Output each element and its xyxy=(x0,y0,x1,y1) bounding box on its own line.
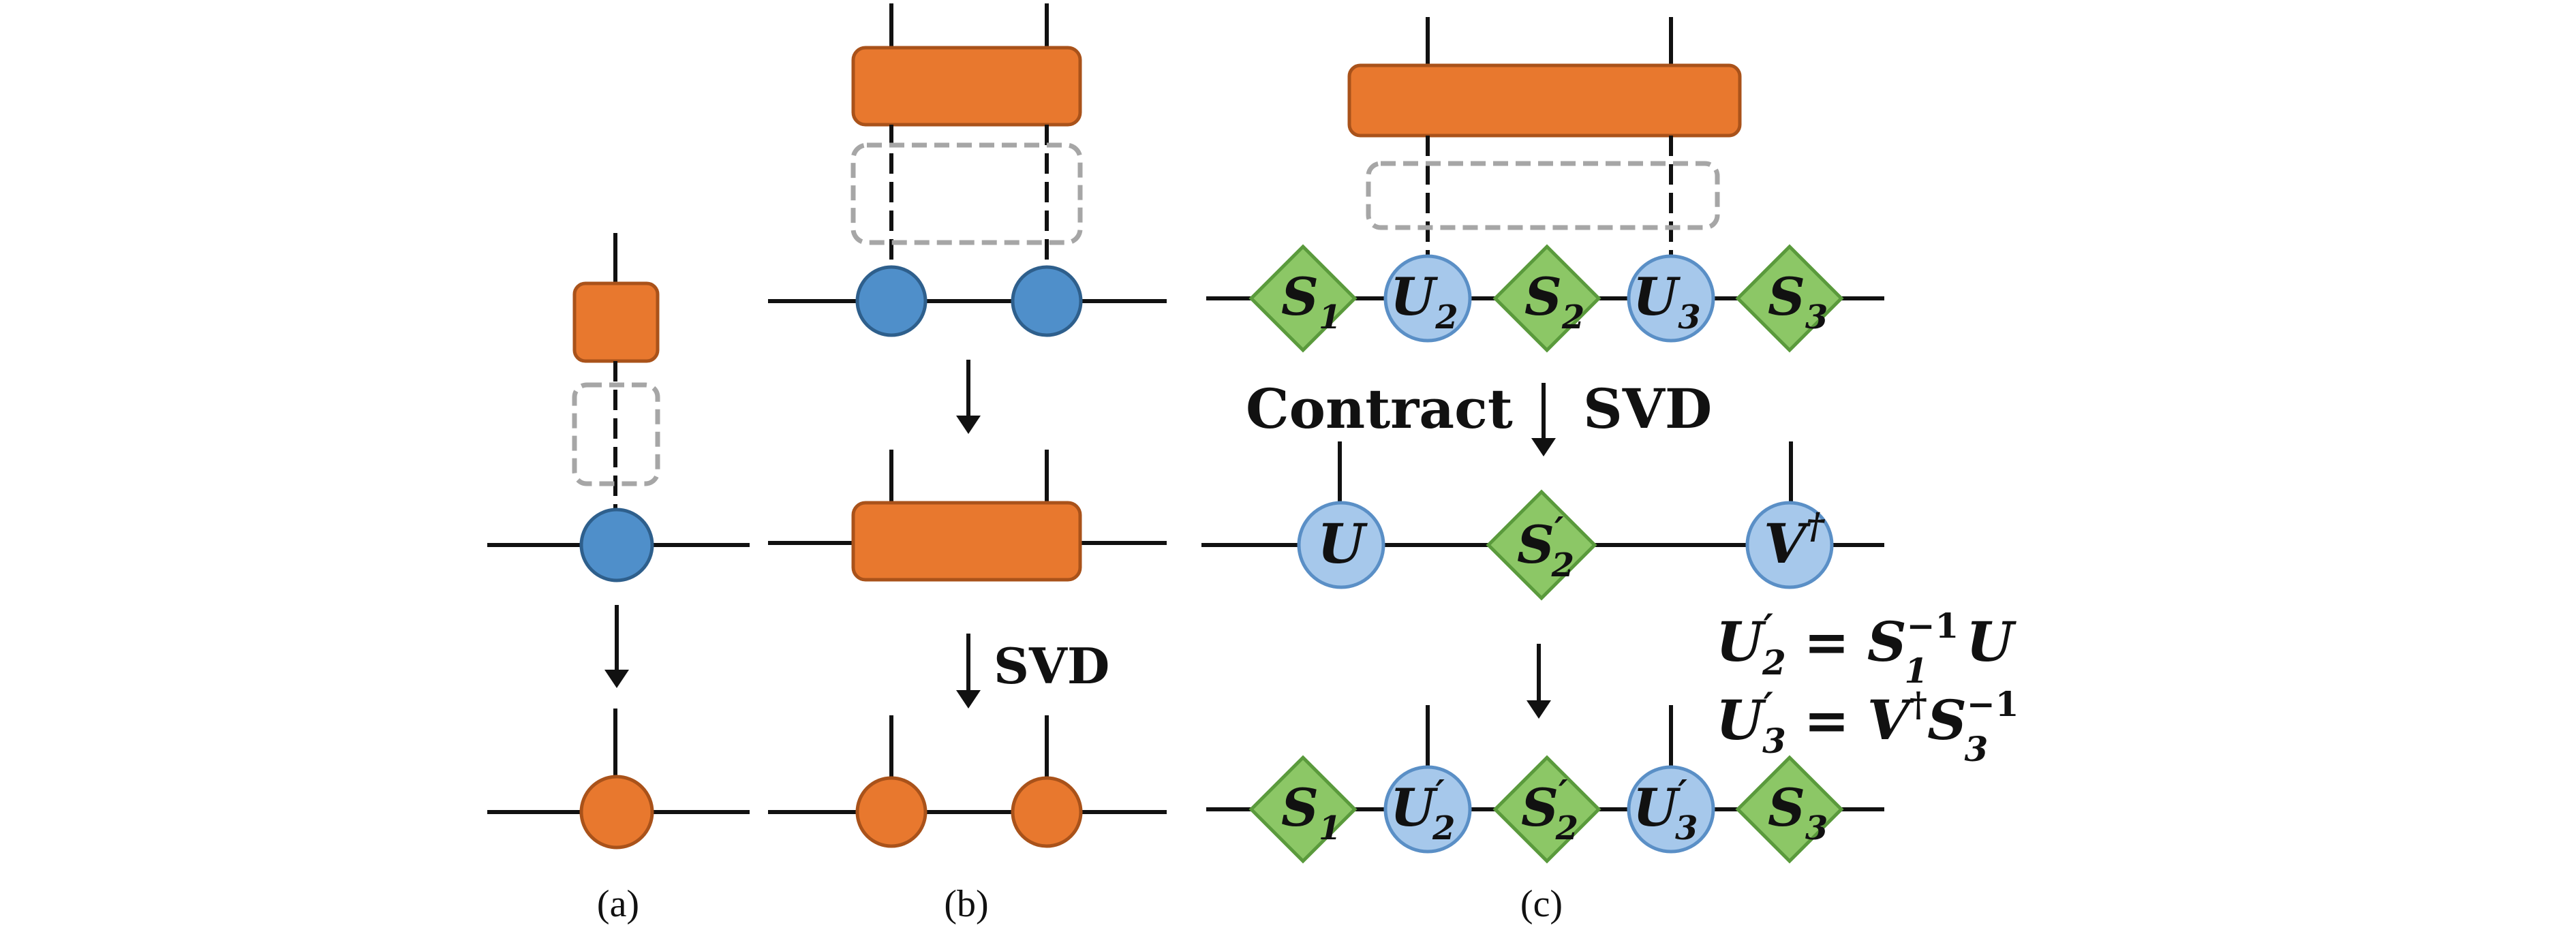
caption-c: (c) xyxy=(1520,883,1563,925)
tensor-label: U3 xyxy=(1633,266,1701,337)
diamond-node xyxy=(1735,244,1844,353)
two-site-gate xyxy=(851,46,1082,127)
tensor-U2: U2 xyxy=(1383,254,1472,343)
diamond-node xyxy=(1248,244,1358,353)
arrowhead xyxy=(956,690,981,709)
arrowhead xyxy=(1527,700,1551,719)
arrowhead xyxy=(956,416,981,434)
tensor-S2-prime: S′2 xyxy=(1486,489,1597,601)
diamond-node xyxy=(1492,755,1601,864)
circle-node xyxy=(1745,501,1834,589)
mps-tensor-node xyxy=(855,265,927,337)
tensor-label: V† xyxy=(1764,505,1825,576)
tensor-label: U′3 xyxy=(1633,773,1698,847)
panel-c: S1 U2 S2 U3 S3 Contract SVD U xyxy=(1201,17,2019,925)
mps-tensor-node xyxy=(579,508,654,582)
tensor-label: U2 xyxy=(1390,266,1458,337)
dashed-contraction-box xyxy=(850,142,1083,245)
tensor-U3: U3 xyxy=(1627,254,1715,343)
circle-node xyxy=(1383,254,1472,343)
diamond-node xyxy=(1492,244,1601,353)
tensor-S1-final: S1 xyxy=(1248,755,1358,864)
arrowhead xyxy=(1531,438,1556,456)
arrowhead xyxy=(604,670,629,688)
caption-b: (b) xyxy=(944,883,988,925)
circle-node xyxy=(1627,765,1715,854)
tensor-label: U′2 xyxy=(1390,773,1455,847)
circle-node xyxy=(1627,254,1715,343)
dashed-contraction-box xyxy=(572,382,660,486)
contract-label: Contract xyxy=(1246,377,1513,441)
tensor-S3-final: S3 xyxy=(1735,755,1844,864)
tensor-U: U xyxy=(1297,501,1385,589)
circle-node xyxy=(1383,765,1472,854)
tensor-U3-prime: U′3 xyxy=(1627,765,1715,854)
tensor-label: S3 xyxy=(1768,777,1828,847)
single-site-gate xyxy=(572,281,660,363)
diamond-node xyxy=(1248,755,1358,864)
tensor-label: S1 xyxy=(1281,777,1341,847)
updated-tensor-node xyxy=(579,775,654,850)
tensor-V-dagger: V† xyxy=(1745,501,1834,589)
panel-a: (a) xyxy=(487,233,750,925)
tensor-S2-prime-final: S′2 xyxy=(1492,755,1601,864)
svd-label: SVD xyxy=(1583,377,1712,441)
updated-tensor-node xyxy=(1011,776,1083,848)
svd-label: SVD xyxy=(994,637,1109,695)
tensor-label: S1 xyxy=(1281,266,1341,337)
tensor-label: S′2 xyxy=(1517,510,1574,585)
dashed-contraction-box xyxy=(1366,161,1720,230)
caption-a: (a) xyxy=(597,883,639,925)
two-site-gate xyxy=(1347,63,1742,138)
updated-tensor-node xyxy=(855,776,927,848)
diamond-node xyxy=(1486,489,1597,601)
tensor-S3: S3 xyxy=(1735,244,1844,353)
mps-tensor-node xyxy=(1011,265,1083,337)
tensor-label: U xyxy=(1317,512,1368,576)
contracted-two-site-tensor xyxy=(851,501,1082,582)
diamond-node xyxy=(1735,755,1844,864)
panel-b: SVD (b) xyxy=(768,3,1167,925)
tensor-S1: S1 xyxy=(1248,244,1358,353)
tensor-label: S3 xyxy=(1768,266,1828,337)
tensor-label: S′2 xyxy=(1521,773,1578,847)
tensor-U2-prime: U′2 xyxy=(1383,765,1472,854)
tensor-S2: S2 xyxy=(1492,244,1601,353)
circle-node xyxy=(1297,501,1385,589)
tensor-label: S2 xyxy=(1524,266,1584,337)
